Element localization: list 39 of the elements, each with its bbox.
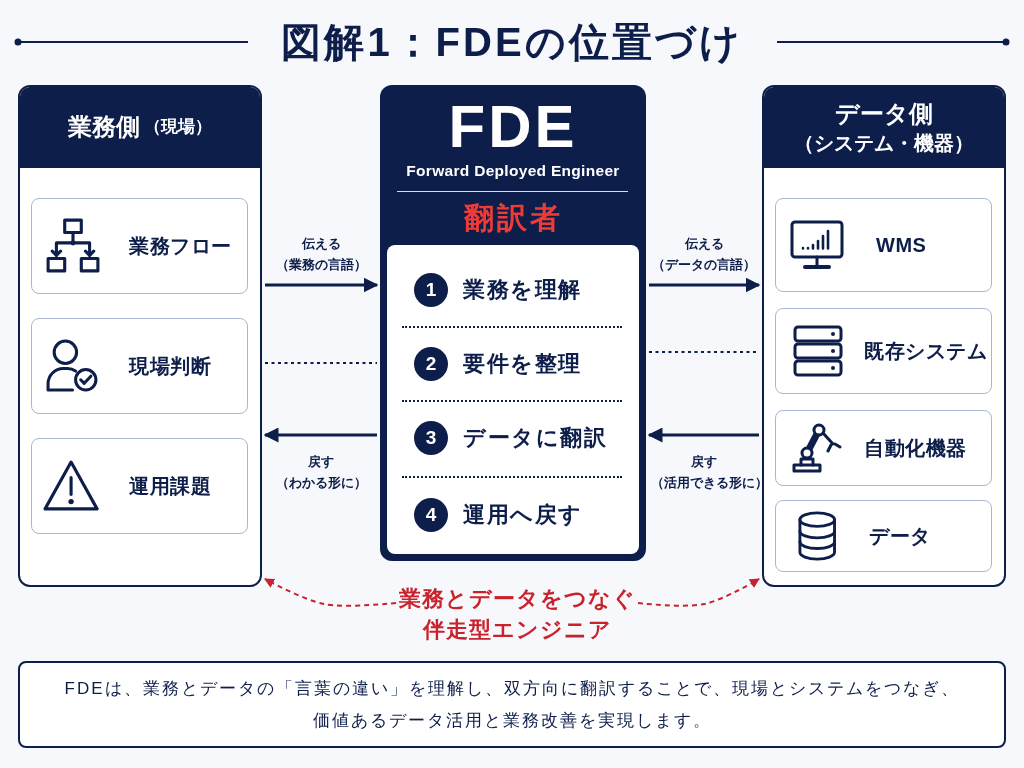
summary-box xyxy=(18,661,1006,748)
item-label: 自動化機器 xyxy=(864,436,967,461)
role-subtitle: Forward Deployed Engineer xyxy=(406,161,620,181)
item-card xyxy=(31,198,248,294)
item-label: データ xyxy=(869,524,931,549)
item-label: 運用課題 xyxy=(129,474,211,499)
role-name: 翻訳者 xyxy=(463,200,563,236)
item-label: WMS xyxy=(876,233,927,258)
panel-title: 業務側 xyxy=(68,112,140,143)
item-card xyxy=(775,198,992,292)
side-panel xyxy=(762,85,1006,587)
arrow xyxy=(647,427,759,443)
role-title: FDE xyxy=(448,94,578,160)
item-label: 既存システム xyxy=(864,339,987,364)
dashed-arrow xyxy=(264,578,397,607)
item-label: 業務フロー xyxy=(129,234,232,259)
side-panel xyxy=(18,85,262,587)
arrow xyxy=(649,277,761,293)
item-card xyxy=(775,500,992,572)
step-label: 要件を整理 xyxy=(463,350,582,378)
item-card xyxy=(31,438,248,534)
item-card xyxy=(775,410,992,486)
role-panel xyxy=(380,85,646,561)
arrow xyxy=(265,277,379,293)
item-card xyxy=(31,318,248,414)
tagline-text: 業務とデータをつなぐ伴走型エンジニア xyxy=(398,585,636,644)
arrow xyxy=(263,427,377,443)
panel-title: データ側 xyxy=(835,98,933,129)
panel-subtitle: （現場） xyxy=(144,116,212,139)
page-title: 図解1：FDEの位置づけ xyxy=(281,20,743,64)
dashed-arrow xyxy=(637,578,760,607)
item-card xyxy=(775,308,992,394)
step-label: 業務を理解 xyxy=(463,276,582,304)
item-label: 現場判断 xyxy=(129,354,211,379)
step-label: データに翻訳 xyxy=(463,424,607,452)
dotted-connector xyxy=(264,362,378,364)
panel-subtitle: （システム・機器） xyxy=(794,131,974,157)
step-label: 運用へ戻す xyxy=(463,501,583,529)
summary-text: FDEは、業務とデータの「言葉の違い」を理解し、双方向に翻訳することで、現場とシステムをつなぎ、価値あるデータ活用と業務改善を実現します。 xyxy=(63,677,961,732)
